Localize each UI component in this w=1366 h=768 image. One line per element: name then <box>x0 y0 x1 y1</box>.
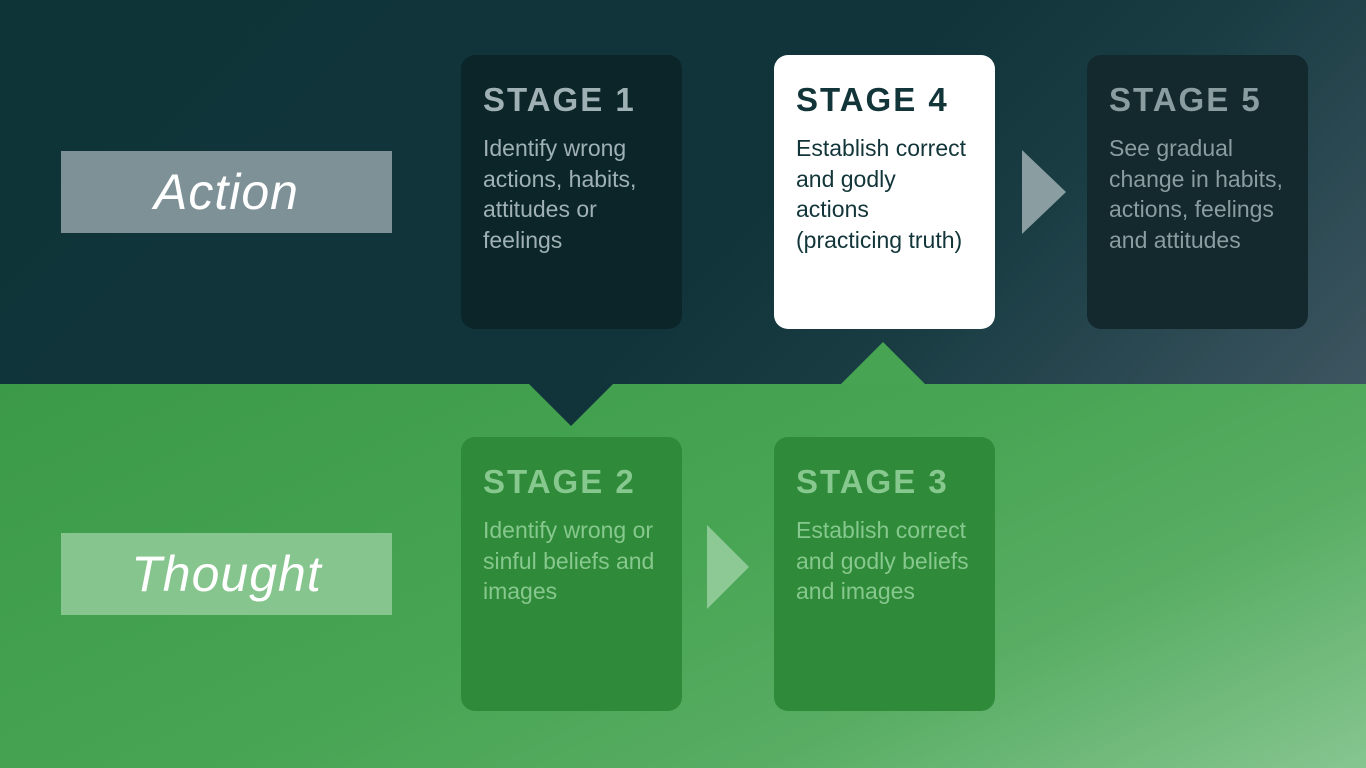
triangle-right-icon <box>707 525 749 609</box>
thought-label: Thought <box>61 533 392 615</box>
stage-5-text: See gradual change in habits, actions, f… <box>1109 135 1283 253</box>
stage-2-card: STAGE 2 Identify wrong or sinful beliefs… <box>461 437 682 711</box>
stage-4-card: STAGE 4 Establish correct and godly acti… <box>774 55 995 329</box>
stage-2-text: Identify wrong or sinful beliefs and ima… <box>483 517 655 604</box>
stage-5-title: STAGE 5 <box>1109 81 1262 118</box>
triangle-right-icon <box>1022 150 1066 234</box>
stage-2-title: STAGE 2 <box>483 463 636 500</box>
stage-5-card: STAGE 5 See gradual change in habits, ac… <box>1087 55 1308 329</box>
triangle-up-icon <box>841 342 925 384</box>
stage-4-text: Establish correct and godly actions (pra… <box>796 135 967 253</box>
stage-1-title: STAGE 1 <box>483 81 636 118</box>
stage-3-title: STAGE 3 <box>796 463 949 500</box>
stage-4-title: STAGE 4 <box>796 81 949 118</box>
stage-3-text: Establish correct and godly beliefs and … <box>796 517 969 604</box>
stage-3-card: STAGE 3 Establish correct and godly beli… <box>774 437 995 711</box>
stage-1-text: Identify wrong actions, habits, attitude… <box>483 135 637 253</box>
action-label: Action <box>61 151 392 233</box>
stage-1-card: STAGE 1 Identify wrong actions, habits, … <box>461 55 682 329</box>
triangle-down-icon <box>529 384 613 426</box>
